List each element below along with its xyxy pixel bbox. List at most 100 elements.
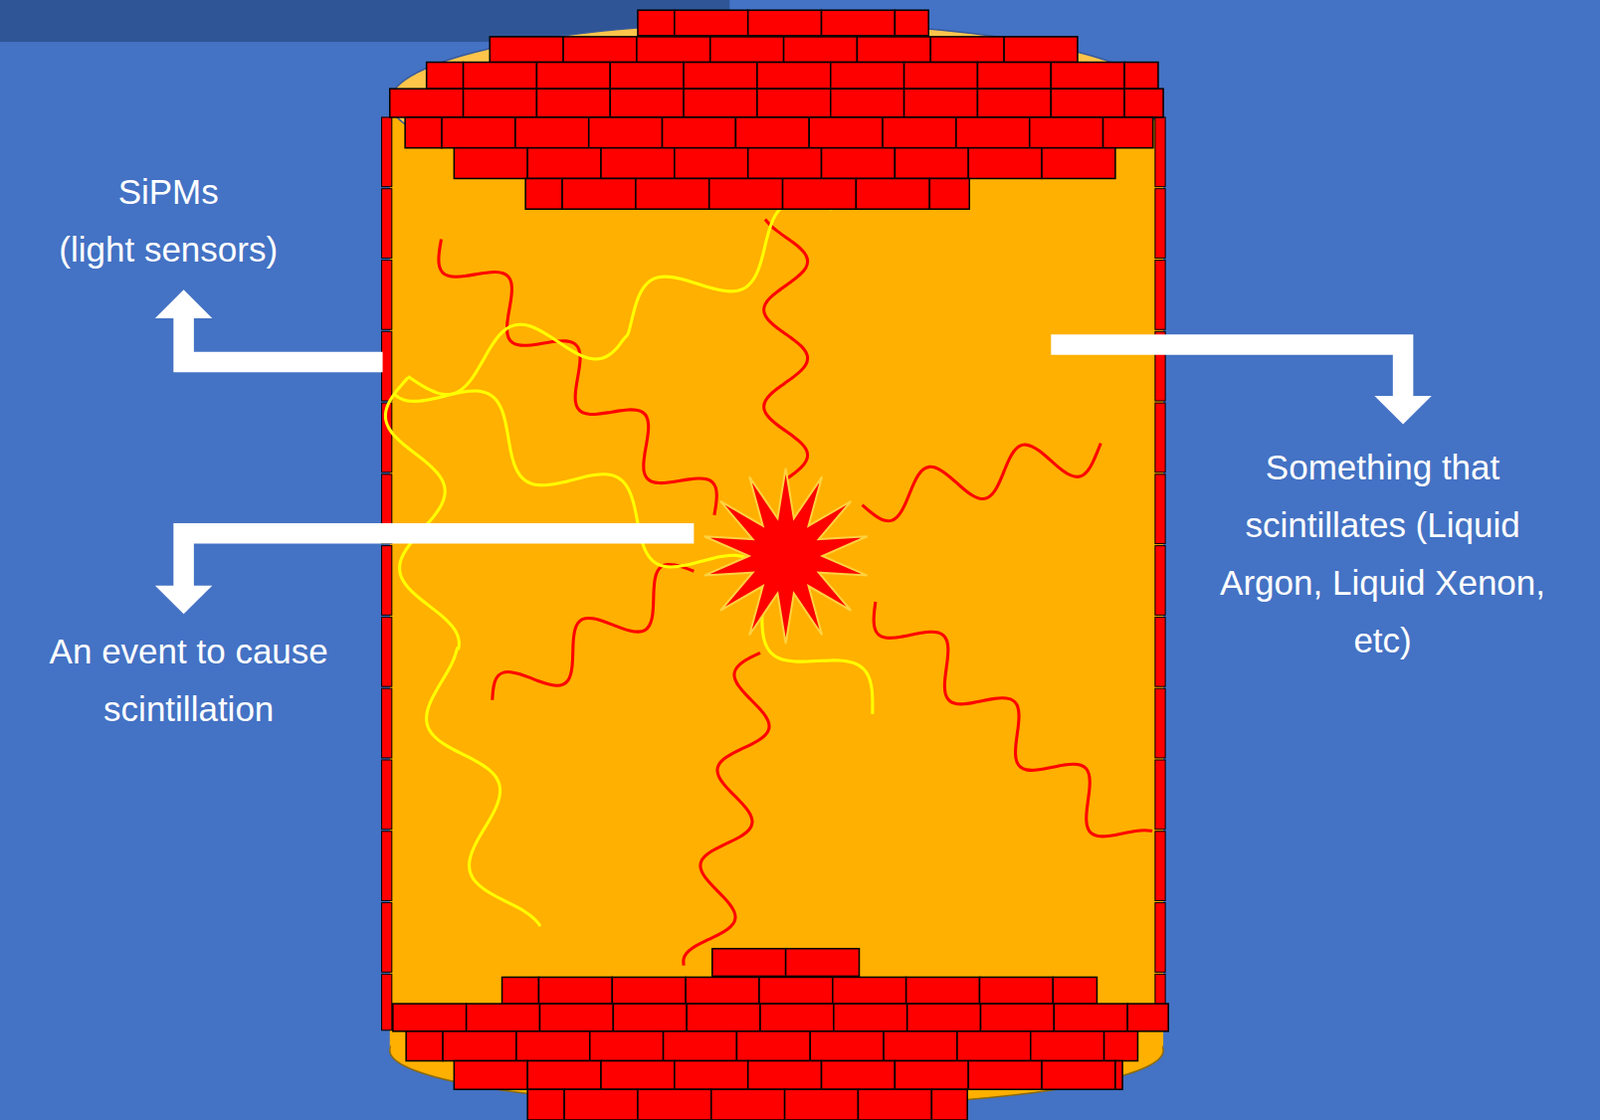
sipm-strip xyxy=(1155,616,1166,687)
sipm-tile xyxy=(674,9,749,36)
sipm-tile xyxy=(442,1031,517,1062)
sipm-tile xyxy=(1003,36,1078,63)
sipm-tile xyxy=(1029,117,1104,149)
sipm-tile xyxy=(1050,62,1125,90)
sipm-tile xyxy=(441,117,516,149)
sipm-array xyxy=(390,9,1169,1120)
sipm-tile xyxy=(609,88,684,118)
label-line: scintillates (Liquid xyxy=(1219,496,1546,555)
sipm-strip xyxy=(1155,189,1166,259)
sipm-tile xyxy=(968,1061,1042,1091)
sipm-tile xyxy=(748,1061,822,1091)
sipm-tile xyxy=(600,1061,675,1091)
sipm-tile xyxy=(930,36,1004,63)
sipm-tile xyxy=(590,1031,664,1062)
sipm-tile xyxy=(857,1089,932,1120)
sipm-strip xyxy=(382,189,393,259)
sipm-strip xyxy=(382,616,393,687)
sipm-tile xyxy=(808,117,883,149)
sipm-tile xyxy=(830,88,905,118)
sipm-tile xyxy=(1041,1061,1116,1091)
callout-label: Something that scintillates (Liquid Argo… xyxy=(1219,438,1546,670)
sipm-tile xyxy=(637,1089,712,1120)
sipm-tile xyxy=(894,9,929,36)
sipm-tile xyxy=(453,148,528,180)
leader-arrows xyxy=(184,316,1403,589)
sipm-tile xyxy=(525,178,563,209)
sipm-tile xyxy=(390,88,464,118)
sipm-tile xyxy=(1041,148,1116,180)
sipm-tile xyxy=(405,1031,443,1062)
sipm-tile xyxy=(748,9,822,36)
sipm-tile xyxy=(709,178,784,209)
sipm-tile xyxy=(536,62,610,90)
sipm-tile xyxy=(1127,1003,1169,1032)
sipm-strip xyxy=(1155,117,1166,188)
light-ray xyxy=(394,391,873,715)
sipm-tile xyxy=(489,36,564,63)
sipm-tile xyxy=(538,977,612,1004)
cylinder-top xyxy=(390,22,1164,183)
sipm-tile xyxy=(830,62,905,90)
sipm-strip xyxy=(382,546,393,616)
sipm-tile xyxy=(981,1003,1055,1032)
sipm-tile xyxy=(1115,1061,1123,1091)
sipm-tile xyxy=(833,1003,908,1032)
sipm-tile xyxy=(906,977,981,1004)
leader-line xyxy=(1050,345,1403,399)
sipm-tile xyxy=(760,1003,834,1032)
event-star xyxy=(704,468,868,645)
sipm-tile xyxy=(736,1031,810,1062)
sipm-tile xyxy=(516,1031,591,1062)
sipm-tile xyxy=(539,1003,613,1032)
light-ray xyxy=(492,564,695,700)
sipm-tile xyxy=(635,178,710,209)
label-line: scintillation xyxy=(49,680,329,739)
label-line: Argon, Liquid Xenon, xyxy=(1219,554,1546,612)
sipm-strip xyxy=(382,974,393,1030)
sipm-tile xyxy=(711,1089,786,1120)
sipm-tile xyxy=(686,1003,761,1032)
sipm-strip xyxy=(1155,260,1166,331)
sipm-tile xyxy=(662,117,737,149)
sipm-tile xyxy=(612,1003,687,1032)
sipm-strip xyxy=(382,760,393,830)
callout-label: SiPMs (light sensors) xyxy=(58,163,278,279)
sipm-tile xyxy=(564,1089,638,1120)
sipm-tile xyxy=(894,148,969,180)
sipm-tile xyxy=(1124,88,1164,118)
sipm-tile xyxy=(968,148,1042,180)
sipm-strip xyxy=(382,831,393,902)
sipm-strip xyxy=(382,903,393,974)
sipm-tile xyxy=(882,117,957,149)
sipm-tile xyxy=(748,148,822,180)
sipm-tile xyxy=(589,117,663,149)
sipm-tile xyxy=(929,178,970,209)
label-line: Something that xyxy=(1219,438,1546,497)
sipm-tile xyxy=(453,1061,528,1091)
sipm-tile xyxy=(956,117,1030,149)
side-sipms xyxy=(382,117,1167,1031)
scintillator-body xyxy=(390,102,1164,1052)
sipm-tile xyxy=(393,1003,467,1032)
sipm-tile xyxy=(563,36,637,63)
sipm-tile xyxy=(674,1061,749,1091)
sipm-tile xyxy=(784,36,858,63)
sipm-tile xyxy=(502,977,540,1004)
label-line: SiPMs xyxy=(58,163,278,221)
sipm-tile xyxy=(1103,117,1154,149)
sipm-tile xyxy=(977,88,1051,118)
sipm-tile xyxy=(426,62,464,90)
sipm-strip xyxy=(1155,402,1166,473)
label-line: (light sensors) xyxy=(58,220,278,279)
sipm-tile xyxy=(710,36,785,63)
sipm-tile xyxy=(404,117,442,149)
label-line: An event to cause xyxy=(49,622,329,681)
sipm-tile xyxy=(683,62,758,90)
sipm-strip xyxy=(382,688,393,759)
sipm-tile xyxy=(904,62,979,90)
sipm-tile xyxy=(957,1031,1031,1062)
sipm-tile xyxy=(735,117,809,149)
sipm-tile xyxy=(757,62,831,90)
